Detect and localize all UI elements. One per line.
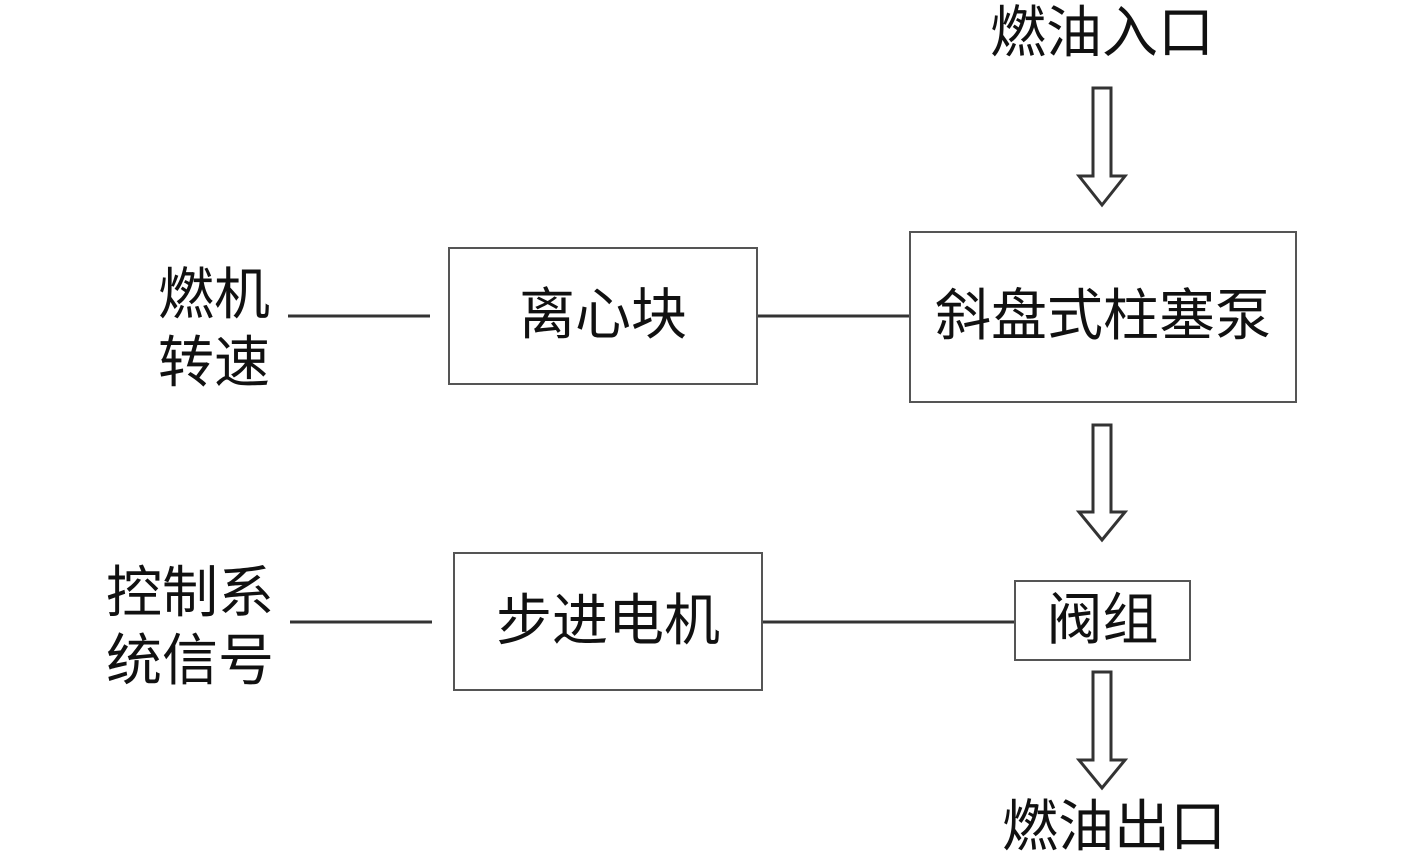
block-swashplate-pump: 斜盘式柱塞泵 bbox=[909, 231, 1297, 403]
label-engine-speed-line2: 转速 bbox=[158, 331, 270, 396]
label-fuel-outlet: 燃油出口 bbox=[1002, 795, 1226, 860]
arrow-inlet-to-pump bbox=[1075, 86, 1129, 208]
block-swashplate-pump-label: 斜盘式柱塞泵 bbox=[935, 284, 1271, 349]
label-control-signal-line2: 统信号 bbox=[106, 629, 274, 694]
block-stepper-motor-label: 步进电机 bbox=[496, 588, 720, 654]
block-centrifugal-label: 离心块 bbox=[519, 283, 687, 348]
arrow-valve-to-outlet bbox=[1075, 670, 1129, 791]
block-valve-group-label: 阀组 bbox=[1046, 587, 1159, 653]
block-valve-group: 阀组 bbox=[1014, 580, 1191, 661]
arrow-pump-to-valve bbox=[1075, 423, 1129, 543]
block-centrifugal: 离心块 bbox=[448, 247, 758, 385]
block-stepper-motor: 步进电机 bbox=[453, 552, 763, 691]
label-control-signal-line1: 控制系 bbox=[106, 561, 274, 626]
label-engine-speed-line1: 燃机 bbox=[158, 263, 270, 328]
label-fuel-inlet: 燃油入口 bbox=[990, 1, 1214, 66]
